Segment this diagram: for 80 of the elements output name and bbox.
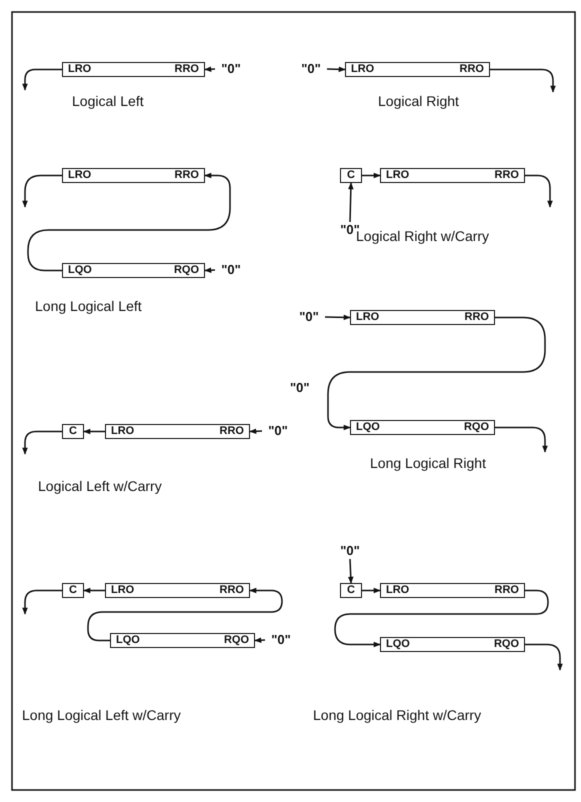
arrow	[525, 174, 553, 208]
arrow	[83, 428, 105, 434]
arrow	[27, 172, 231, 272]
input-value: "0"	[215, 262, 247, 278]
arrow	[249, 428, 262, 434]
arrow	[362, 172, 381, 178]
register-box	[62, 168, 205, 183]
register-label: RRO	[220, 584, 244, 597]
register-box	[62, 62, 205, 77]
register-box	[380, 583, 525, 598]
register-label: LRO	[111, 584, 134, 597]
register-box	[350, 310, 495, 325]
caption: Logical Left w/Carry	[38, 478, 162, 494]
register-box	[350, 420, 495, 435]
register-label: LRO	[68, 169, 92, 182]
register-label: LRO	[356, 311, 380, 324]
arrow	[22, 590, 62, 615]
arrow	[83, 588, 105, 594]
register-label: LRO	[111, 425, 134, 438]
caption: Logical Left	[72, 93, 144, 109]
register-box	[62, 263, 205, 278]
input-value: "0"	[265, 632, 297, 648]
register-label: LQO	[116, 634, 140, 647]
register-label: LRO	[68, 63, 92, 76]
input-value: "0"	[290, 380, 310, 395]
register-label: RQO	[224, 634, 249, 647]
register-box	[110, 633, 255, 648]
input-value: "0"	[215, 61, 247, 77]
arrow	[327, 316, 546, 430]
register-box	[105, 424, 250, 439]
register-label: LQO	[356, 421, 380, 434]
input-value: "0"	[334, 543, 366, 559]
register-label: RRO	[494, 169, 519, 182]
arrow	[490, 68, 556, 93]
arrow	[348, 558, 354, 584]
carry-box: C	[340, 583, 362, 598]
register-label: RQO	[464, 421, 489, 434]
register-label: RRO	[174, 63, 199, 76]
arrow	[362, 588, 381, 594]
carry-box: C	[62, 583, 84, 598]
register-label: LRO	[386, 169, 410, 182]
register-label: RRO	[220, 425, 244, 438]
register-label: RQO	[174, 264, 199, 277]
arrow	[495, 426, 548, 453]
arrow	[204, 267, 216, 273]
register-label: RRO	[464, 311, 489, 324]
register-box	[380, 637, 525, 652]
caption: Long Logical Left	[35, 298, 142, 314]
caption: Long Logical Left w/Carry	[22, 707, 181, 723]
arrow	[204, 66, 216, 72]
arrow	[87, 588, 283, 642]
register-label: LQO	[386, 638, 410, 651]
arrow	[22, 174, 62, 208]
register-label: RRO	[494, 584, 519, 597]
caption: Logical Right	[378, 93, 459, 109]
register-box	[380, 168, 525, 183]
arrow	[334, 590, 549, 648]
arrow	[348, 182, 354, 222]
input-value: "0"	[262, 423, 294, 439]
arrow	[254, 637, 266, 643]
carry-box: C	[62, 424, 84, 439]
register-box	[345, 62, 490, 77]
caption: Long Logical Right w/Carry	[313, 707, 482, 723]
caption: Logical Right w/Carry	[356, 228, 490, 244]
register-label: RRO	[460, 63, 484, 76]
arrow	[324, 314, 351, 320]
input-value: "0"	[295, 61, 327, 77]
carry-box: C	[340, 168, 362, 183]
arrow	[326, 66, 346, 72]
register-label: RRO	[174, 169, 199, 182]
register-box	[105, 583, 250, 598]
register-label: LRO	[386, 584, 410, 597]
arrow	[22, 430, 62, 455]
caption: Long Logical Right	[370, 455, 486, 471]
register-label: RQO	[494, 638, 519, 651]
arrow	[22, 68, 62, 91]
register-label: LQO	[68, 264, 92, 277]
arrow	[525, 644, 563, 671]
input-value: "0"	[293, 309, 325, 325]
register-label: LRO	[351, 63, 374, 76]
